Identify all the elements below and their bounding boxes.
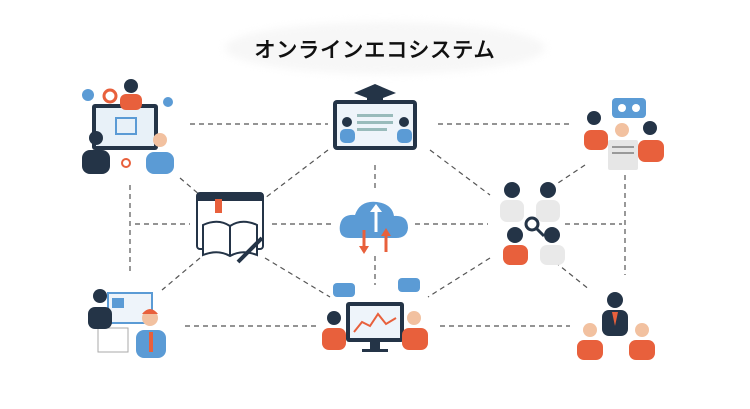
people-search-icon (500, 182, 565, 265)
presenter-board-icon (88, 289, 166, 358)
leader-team-icon (577, 292, 655, 360)
connector (264, 257, 331, 298)
cloud-sync-icon (339, 201, 408, 254)
teacher-laptop-icon (82, 79, 174, 174)
monitor-chart-chat-icon (322, 278, 428, 352)
connector (429, 149, 491, 196)
connector (554, 164, 586, 186)
open-book-pen-icon (196, 192, 264, 264)
connector (554, 261, 591, 291)
graduation-cap-screen-icon (333, 84, 417, 150)
team-gears-chat-icon (584, 98, 664, 170)
connector (264, 149, 329, 199)
diagram-title: オンラインエコシステム (254, 38, 496, 62)
title-background (225, 22, 545, 74)
connector (161, 257, 201, 291)
connector (179, 177, 201, 196)
connector (427, 257, 491, 298)
connectors (129, 123, 626, 327)
